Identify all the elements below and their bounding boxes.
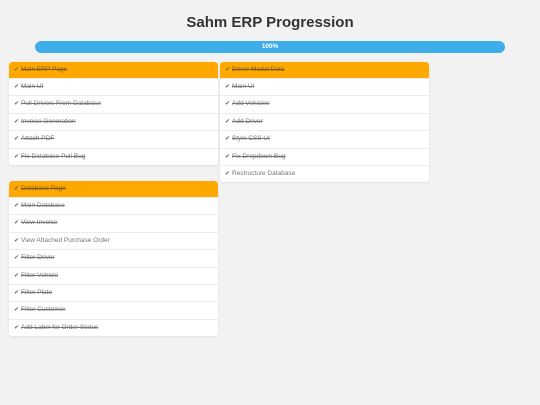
checkmark-icon: ✔ (14, 255, 20, 262)
checklist-item[interactable]: ✔Pull Drivers From Database (9, 95, 218, 112)
checkmark-icon: ✔ (14, 203, 20, 209)
checkmark-icon: ✔ (14, 67, 20, 73)
checklist-item-label: Pull Drivers From Database (21, 100, 101, 108)
checklist-item[interactable]: ✔Main UI (220, 78, 429, 95)
progress-bar-fill (35, 41, 505, 53)
checkmark-icon: ✔ (14, 220, 20, 227)
checklist-item-label: Add Driver (232, 117, 263, 125)
checklist-item[interactable]: ✔Main Database (9, 197, 218, 214)
checklist-item[interactable]: ✔Add Vehicles (220, 95, 429, 112)
checklist-item[interactable]: ✔Restructure Database (220, 164, 429, 182)
checklist-header-label: Driver Modal Data (232, 66, 285, 73)
checklist-header[interactable]: ✔Driver Modal Data (220, 62, 429, 78)
checklist-item-label: Restructure Database (232, 169, 296, 177)
checkmark-icon: ✔ (225, 101, 231, 108)
checklist-header-label: Database Page (21, 185, 66, 192)
checklist-item[interactable]: ✔Filter Driver (9, 249, 218, 266)
checklist-header[interactable]: ✔Main ERP Page (9, 62, 218, 78)
checkmark-icon: ✔ (225, 67, 231, 73)
checkmark-icon: ✔ (14, 237, 20, 244)
checklist-item-label: View Invoice (21, 219, 58, 227)
checkmark-icon: ✔ (225, 153, 231, 160)
checklist-item-label: Invoice Generation (21, 117, 76, 125)
checkmark-icon: ✔ (14, 324, 20, 331)
checklist-header-label: Main ERP Page (21, 66, 68, 73)
checkmark-icon: ✔ (14, 153, 20, 160)
checklist-item-label: Main UI (21, 83, 44, 90)
checklist-item-label: Add Vehicles (232, 100, 270, 108)
checklist-item-label: View Attached Purchase Order (21, 236, 110, 244)
checkmark-icon: ✔ (225, 84, 231, 90)
checklist-item-label: Main Database (21, 202, 65, 209)
checklist-item-label: Add Label for Order Status (21, 323, 99, 331)
checkmark-icon: ✔ (14, 186, 20, 192)
checklist-database-page: ✔Database Page✔Main Database✔View Invoic… (9, 181, 218, 337)
checkmark-icon: ✔ (225, 136, 231, 143)
progress-label: 100% (261, 43, 279, 50)
checklist-item[interactable]: ✔Add Label for Order Status (9, 318, 218, 336)
checkmark-icon: ✔ (225, 118, 231, 125)
checklist-item[interactable]: ✔Style CSS UI (220, 130, 429, 147)
checklist-item[interactable]: ✔Filter Customer (9, 301, 218, 318)
checkmark-icon: ✔ (225, 170, 231, 177)
checklist-item-label: Main UI (232, 83, 255, 90)
checklist-item-label: Filter Customer (21, 306, 66, 314)
checklist-header[interactable]: ✔Database Page (9, 181, 218, 197)
checklist-item[interactable]: ✔Fix Dropdown Bug (220, 147, 429, 165)
checklist-item[interactable]: ✔Filter Vehicle (9, 266, 218, 284)
checklist-item[interactable]: ✔Filter Plate (9, 283, 218, 301)
checkmark-icon: ✔ (14, 272, 20, 279)
checklist-main-erp-page: ✔Main ERP Page✔Main UI✔Pull Drivers From… (9, 62, 218, 165)
checkmark-icon: ✔ (14, 289, 20, 296)
checklist-item-label: Filter Driver (21, 254, 55, 262)
checkmark-icon: ✔ (14, 101, 20, 108)
checklist-item[interactable]: ✔Attach PDF (9, 130, 218, 147)
checkmark-icon: ✔ (14, 136, 20, 143)
checklist-item-label: Filter Vehicle (21, 271, 59, 279)
checkmark-icon: ✔ (14, 307, 20, 314)
checklist-item-label: Filter Plate (21, 288, 53, 296)
progress-bar (35, 41, 505, 53)
checklist-item[interactable]: ✔Add Driver (220, 112, 429, 130)
checklist-item-label: Fix Dropdown Bug (232, 152, 286, 160)
checkmark-icon: ✔ (14, 84, 20, 90)
checklist-item-label: Attach PDF (21, 135, 55, 143)
checklist-item[interactable]: ✔Fix Database Pull Bug (9, 147, 218, 165)
checklist-item[interactable]: ✔Main UI (9, 78, 218, 95)
checklist-item-label: Fix Database Pull Bug (21, 152, 86, 160)
page-title: Sahm ERP Progression (186, 14, 354, 31)
checklist-item-label: Style CSS UI (232, 135, 270, 143)
checklist-item[interactable]: ✔Invoice Generation (9, 112, 218, 130)
checklist-item[interactable]: ✔View Invoice (9, 214, 218, 231)
checkmark-icon: ✔ (14, 118, 20, 125)
checklist-item[interactable]: ✔View Attached Purchase Order (9, 231, 218, 249)
checklist-driver-modal-data: ✔Driver Modal Data✔Main UI✔Add Vehicles✔… (220, 62, 429, 183)
